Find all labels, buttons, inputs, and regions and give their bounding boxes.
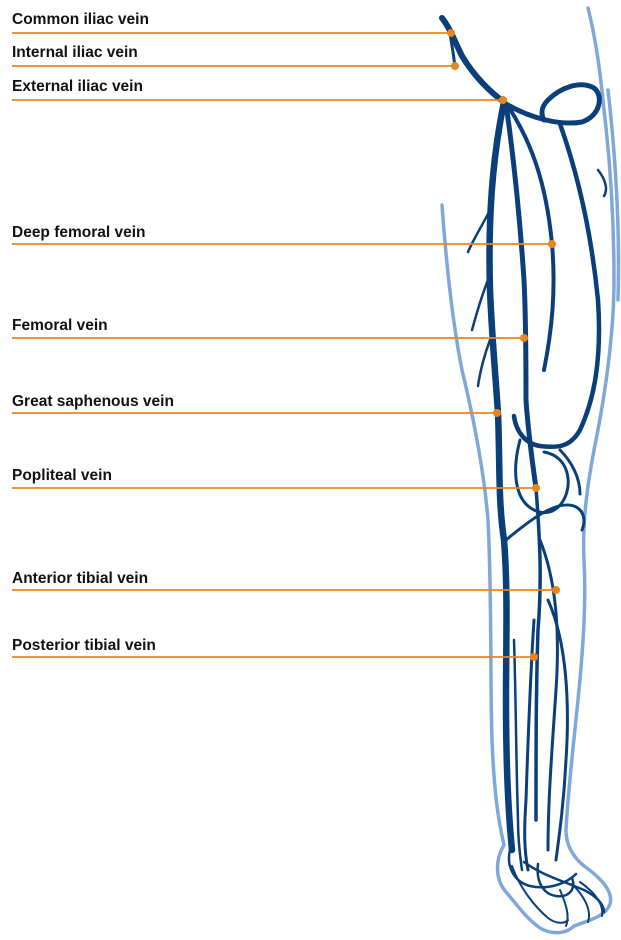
- hip-tributary: [598, 170, 606, 196]
- label-common-iliac-vein: Common iliac vein: [12, 11, 149, 28]
- label-great-saphenous-vein: Great saphenous vein: [12, 393, 174, 410]
- label-popliteal-vein: Popliteal vein: [12, 467, 112, 484]
- deep-femoral-trunk: [508, 106, 554, 370]
- leader-lines: [12, 33, 556, 657]
- knee-crossing: [506, 505, 584, 540]
- dot-internal-iliac: [451, 62, 459, 70]
- label-femoral-vein: Femoral vein: [12, 317, 108, 334]
- medial-calf-vein: [514, 640, 522, 870]
- thigh-tributary-3: [478, 340, 490, 386]
- knee-branch: [560, 450, 580, 494]
- labels: Common iliac vein Internal iliac vein Ex…: [12, 11, 174, 654]
- dot-common-iliac: [447, 29, 455, 37]
- heel-vein: [512, 866, 568, 923]
- label-anterior-tibial-vein: Anterior tibial vein: [12, 570, 148, 587]
- dot-anterior-tibial: [552, 586, 560, 594]
- dot-great-saphenous: [493, 409, 501, 417]
- label-posterior-tibial-vein: Posterior tibial vein: [12, 637, 156, 654]
- circumflex-loop: [506, 85, 599, 123]
- dot-external-iliac: [499, 96, 507, 104]
- dot-popliteal: [532, 484, 540, 492]
- dot-deep-femoral: [548, 240, 556, 248]
- label-internal-iliac-vein: Internal iliac vein: [12, 44, 138, 61]
- label-external-iliac-vein: External iliac vein: [12, 78, 143, 95]
- thigh-tributary-2: [472, 280, 488, 330]
- label-deep-femoral-vein: Deep femoral vein: [12, 224, 146, 241]
- dot-posterior-tibial: [530, 653, 538, 661]
- dot-femoral: [520, 334, 528, 342]
- vein-network: [442, 18, 606, 926]
